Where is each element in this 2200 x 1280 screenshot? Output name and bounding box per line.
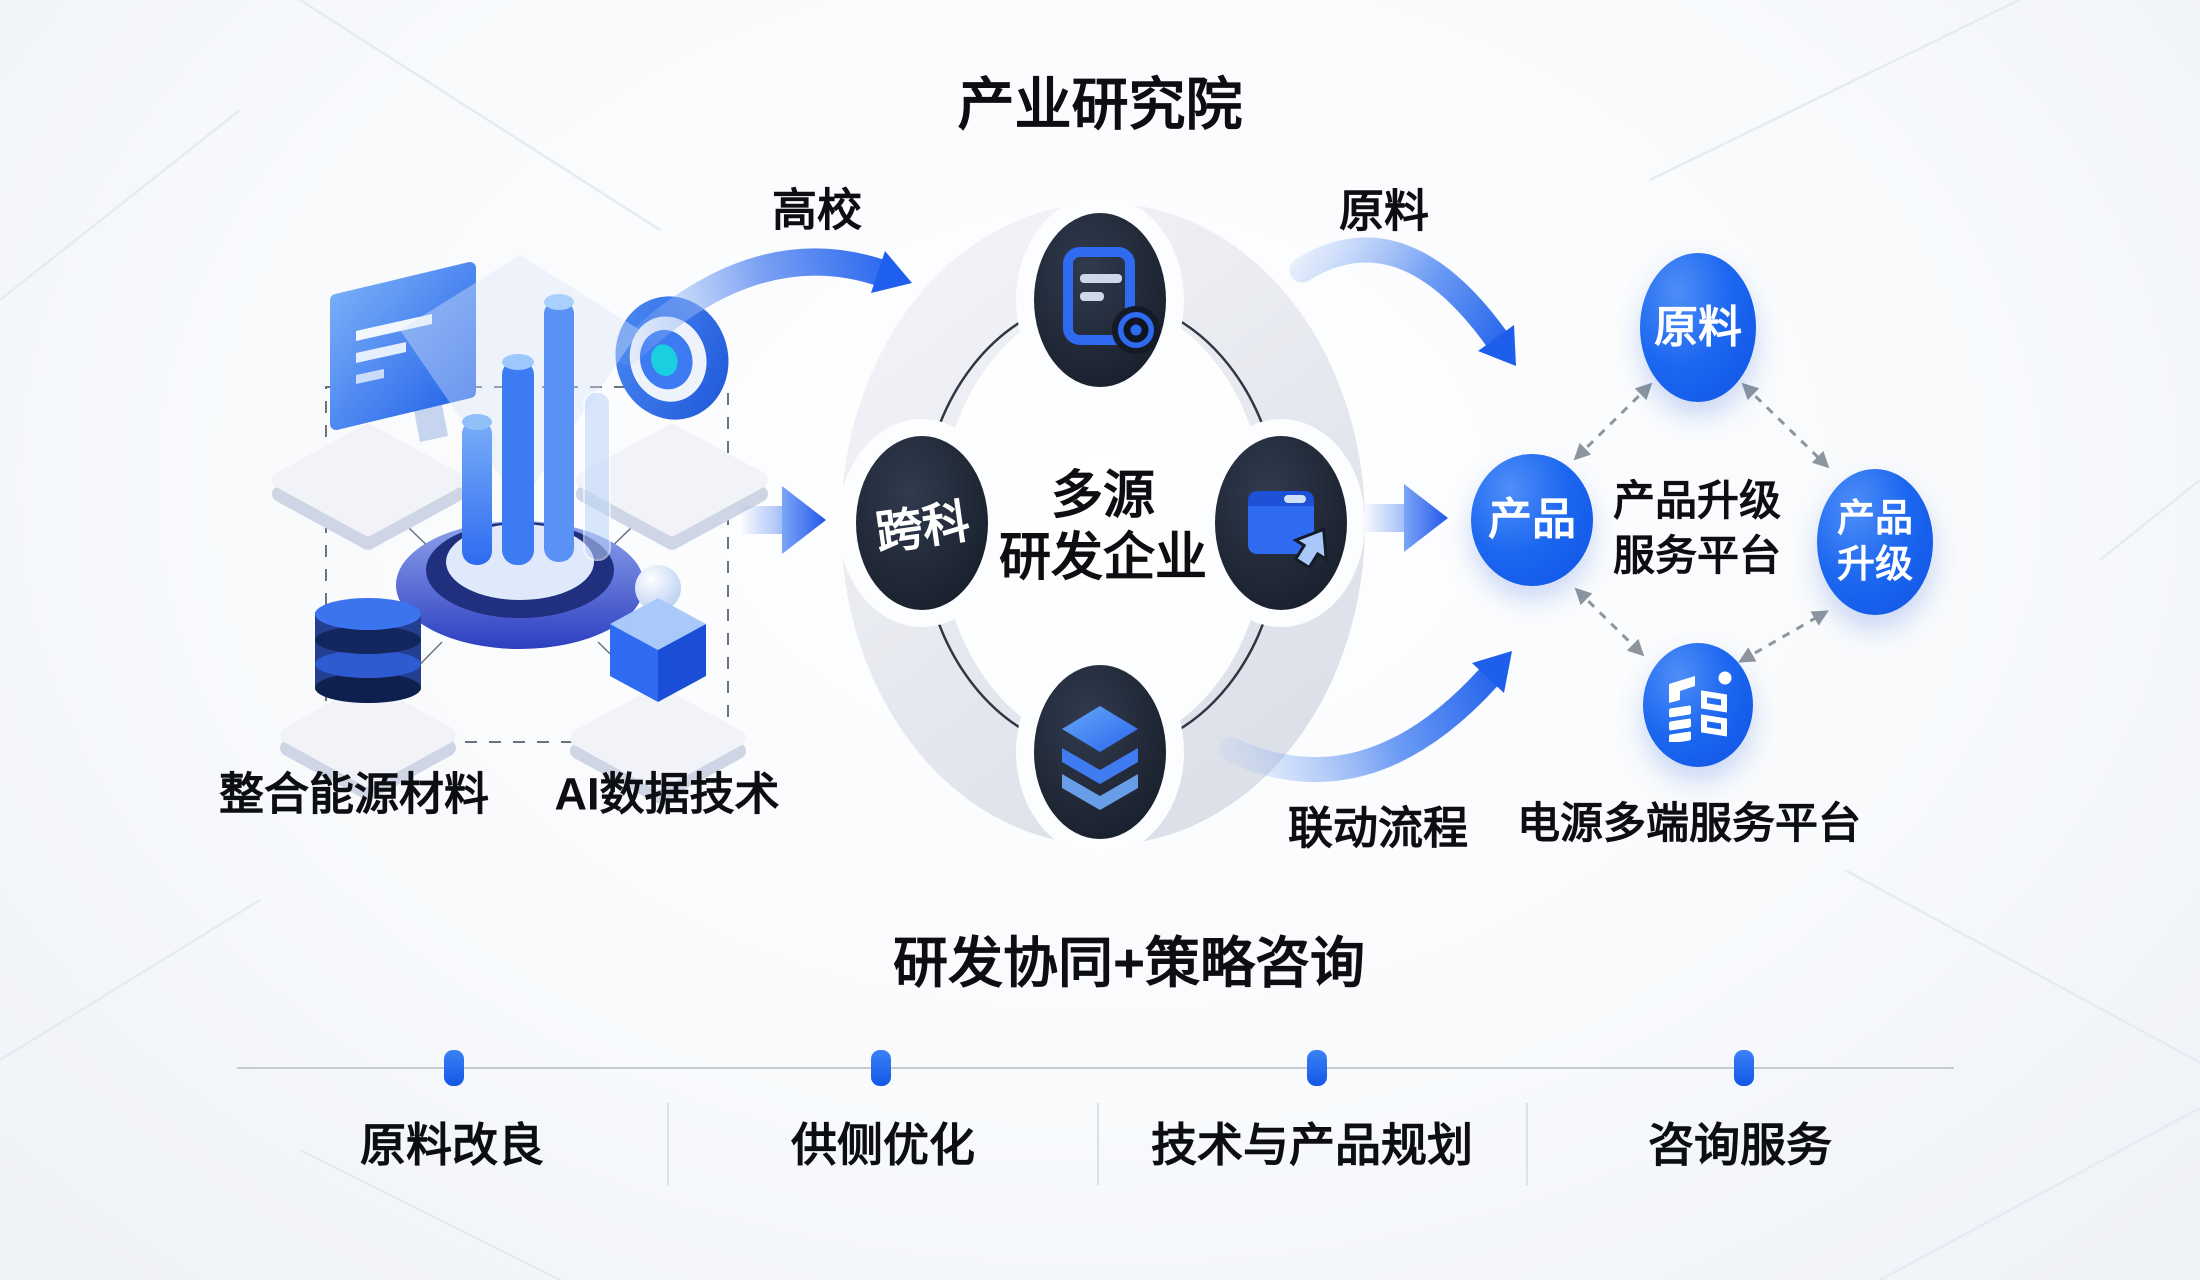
flow-arrows <box>614 237 1830 783</box>
chevron-arrow-left <box>740 486 826 554</box>
ring-group <box>838 196 1365 856</box>
university-curved-arrow <box>614 248 912 366</box>
timeline-item-1: 原料改良 <box>360 1119 544 1171</box>
platforms <box>272 424 768 803</box>
upgrade-circle-line2: 升级 <box>1836 544 1913 586</box>
timeline-line <box>237 1067 1954 1069</box>
product-circle: 产品 <box>1471 454 1593 586</box>
material-circle: 原料 <box>1640 253 1756 402</box>
page-title: 产业研究院 <box>957 73 1243 137</box>
ring-node-left-label: 跨科 <box>872 494 973 560</box>
right-center-text: 产品升级 服务平台 <box>1613 473 1781 583</box>
upgrade-circle: 产品 升级 <box>1817 469 1933 615</box>
linkage-curved-arrow <box>1219 651 1512 783</box>
timeline-item-3: 技术与产品规划 <box>1151 1119 1473 1171</box>
timeline-separator-1 <box>667 1103 669 1185</box>
bar-chart-podium-icon <box>396 255 644 649</box>
upgrade-circle-line1: 产品 <box>1836 498 1913 540</box>
ring-center-line2: 研发企业 <box>998 529 1208 587</box>
chevron-arrow-right <box>1362 484 1448 552</box>
database-icon <box>315 598 421 703</box>
cluster-label-left: 整合能源材料 <box>218 768 490 820</box>
timeline-marker-2 <box>871 1050 891 1086</box>
monitor-icon <box>330 262 476 442</box>
timeline-marker-4 <box>1734 1050 1754 1086</box>
power-platform-label: 电源多端服务平台 <box>1517 800 1861 848</box>
timeline-separator-2 <box>1097 1103 1099 1185</box>
left-cluster-illustration <box>272 255 768 803</box>
right-center-line2: 服务平台 <box>1612 532 1782 579</box>
diamond-dashed-arrows <box>1573 382 1830 663</box>
ring-center-line1: 多源 <box>1050 467 1156 525</box>
ring-center-text: 多源 研发企业 <box>999 465 1207 589</box>
product-circle-label: 产品 <box>1488 495 1576 544</box>
timeline-marker-3 <box>1307 1050 1327 1086</box>
document-badge-icon <box>1063 247 1160 354</box>
book-arrow-icon <box>1248 491 1328 570</box>
timeline-item-2: 供侧优化 <box>791 1119 975 1171</box>
timeline-item-4: 咨询服务 <box>1648 1119 1832 1171</box>
ring-node-left <box>856 436 988 610</box>
linkage-flow-label: 联动流程 <box>1287 802 1469 854</box>
university-label: 高校 <box>771 184 863 236</box>
right-center-line1: 产品升级 <box>1612 477 1782 524</box>
material-curved-arrow <box>1289 237 1516 366</box>
cluster-label-right: AI数据技术 <box>554 768 780 820</box>
timeline-marker-1 <box>444 1050 464 1086</box>
timeline-separator-3 <box>1526 1103 1528 1185</box>
cube-icon <box>610 565 706 702</box>
material-circle-label: 原料 <box>1654 302 1742 352</box>
power-circle <box>1643 643 1753 767</box>
power-box-icon <box>1669 671 1732 742</box>
layers-icon <box>1062 706 1138 810</box>
subtitle: 研发协同+策略咨询 <box>892 932 1366 994</box>
material-flow-label: 原料 <box>1338 185 1430 237</box>
